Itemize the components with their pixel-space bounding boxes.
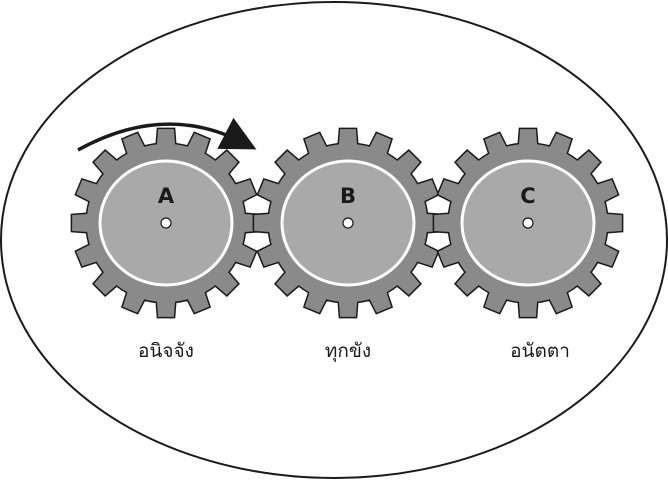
gear-b-hub (343, 218, 353, 228)
gear-b: B (253, 128, 442, 317)
caption-anatta: อนัตตา (510, 340, 570, 362)
gear-a-letter: A (158, 184, 175, 208)
gear-a: A (71, 128, 260, 317)
gear-c-hub (523, 218, 533, 228)
gear-b-letter: B (340, 184, 356, 208)
gear-c: C (433, 128, 622, 317)
caption-dukkha: ทุกขัง (325, 340, 371, 363)
gear-c-letter: C (520, 184, 535, 208)
caption-anicca: อนิจจัง (138, 340, 194, 362)
gear-a-hub (161, 218, 171, 228)
